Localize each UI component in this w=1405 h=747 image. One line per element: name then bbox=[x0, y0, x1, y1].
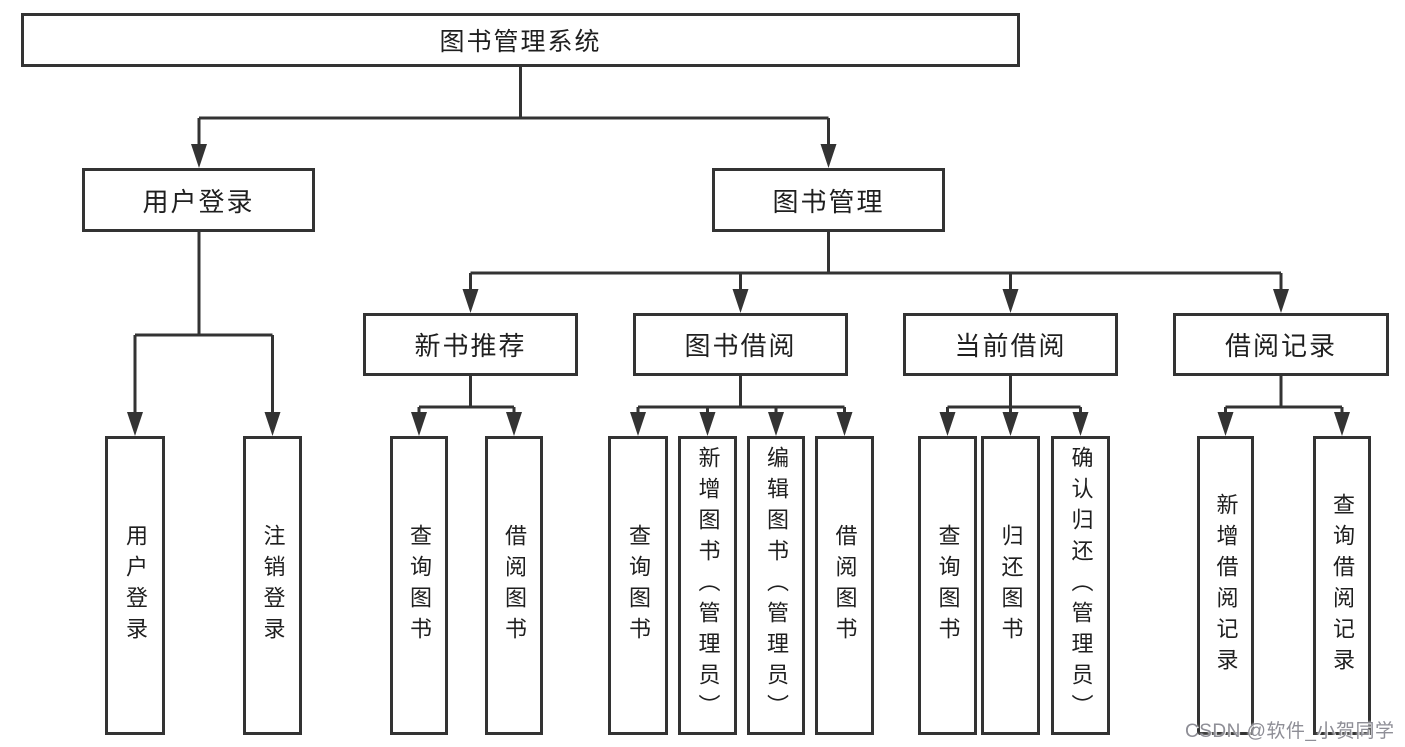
node-label: 新书推荐 bbox=[414, 331, 527, 361]
arrow-to-book-management bbox=[820, 144, 837, 168]
arrow-to-br-query bbox=[1334, 412, 1350, 436]
node-label: 图书管理系统 bbox=[439, 28, 602, 56]
node-book-management: 图书管理 bbox=[712, 168, 945, 232]
arrow-to-new-book-recommend bbox=[462, 289, 479, 313]
leaf-logout: 注销登录 bbox=[243, 436, 302, 735]
node-label: 图书借阅 bbox=[684, 331, 797, 361]
leaf-newbook-borrow-books: 借阅图书 bbox=[485, 436, 543, 735]
leaf-label: 借阅图书 bbox=[502, 523, 527, 648]
node-user-login: 用户登录 bbox=[82, 168, 315, 232]
arrow-to-cb-return bbox=[1002, 412, 1019, 436]
leaf-current-confirm-return-admin: 确认归还（管理员） bbox=[1051, 436, 1110, 735]
arrow-to-bb-query bbox=[630, 412, 646, 436]
node-borrowing-records: 借阅记录 bbox=[1173, 313, 1389, 376]
leaf-newbook-query-books: 查询图书 bbox=[390, 436, 448, 735]
leaf-label: 用户登录 bbox=[123, 523, 148, 648]
leaf-user-login: 用户登录 bbox=[105, 436, 165, 735]
arrow-to-book-borrowing bbox=[732, 289, 749, 313]
leaf-borrowing-borrow-books: 借阅图书 bbox=[815, 436, 874, 735]
arrow-to-br-add bbox=[1217, 412, 1234, 436]
leaf-label: 新增图书（管理员） bbox=[695, 446, 721, 725]
arrow-to-nb-borrow bbox=[506, 412, 522, 436]
arrow-to-bb-borrow bbox=[836, 412, 853, 436]
arrow-to-nb-query bbox=[411, 412, 427, 436]
leaf-borrowing-edit-books-admin: 编辑图书（管理员） bbox=[747, 436, 805, 735]
csdn-watermark: CSDN @软件_小贺同学 bbox=[1185, 721, 1395, 742]
arrow-to-leaf-user-login bbox=[127, 412, 143, 436]
leaf-label: 注销登录 bbox=[260, 523, 286, 648]
node-book-borrowing: 图书借阅 bbox=[633, 313, 848, 376]
leaf-label: 查询借阅记录 bbox=[1330, 492, 1355, 679]
arrow-to-leaf-logout bbox=[264, 412, 281, 436]
leaf-label: 查询图书 bbox=[407, 523, 432, 648]
leaf-records-query-borrow-record: 查询借阅记录 bbox=[1313, 436, 1371, 735]
arrow-to-bb-edit bbox=[768, 412, 784, 436]
arrowheads bbox=[127, 144, 1350, 436]
node-label: 当前借阅 bbox=[954, 331, 1067, 361]
leaf-current-return-books: 归还图书 bbox=[981, 436, 1040, 735]
leaf-label: 借阅图书 bbox=[832, 523, 858, 648]
leaf-borrowing-query-books: 查询图书 bbox=[608, 436, 668, 735]
node-label: 图书管理 bbox=[772, 186, 885, 217]
node-label: 借阅记录 bbox=[1224, 331, 1337, 361]
leaf-label: 编辑图书（管理员） bbox=[764, 446, 789, 725]
node-library-management-system: 图书管理系统 bbox=[21, 13, 1020, 67]
leaf-records-add-borrow-record: 新增借阅记录 bbox=[1197, 436, 1254, 735]
node-label: 用户登录 bbox=[142, 186, 255, 217]
leaf-label: 新增借阅记录 bbox=[1213, 492, 1239, 679]
arrow-to-user-login bbox=[191, 144, 207, 168]
leaf-label: 查询图书 bbox=[935, 523, 961, 648]
arrow-to-cb-confirm bbox=[1072, 412, 1089, 436]
node-current-borrowing: 当前借阅 bbox=[903, 313, 1118, 376]
arrow-to-bb-add bbox=[699, 412, 716, 436]
arrow-to-borrowing-records bbox=[1273, 289, 1289, 313]
leaf-label: 归还图书 bbox=[998, 523, 1024, 648]
node-new-book-recommend: 新书推荐 bbox=[363, 313, 578, 376]
leaf-label: 查询图书 bbox=[626, 523, 651, 648]
arrow-to-current-borrowing bbox=[1002, 289, 1019, 313]
leaf-label: 确认归还（管理员） bbox=[1068, 446, 1094, 725]
leaf-current-query-books: 查询图书 bbox=[918, 436, 977, 735]
arrow-to-cb-query bbox=[939, 412, 956, 436]
leaf-borrowing-add-books-admin: 新增图书（管理员） bbox=[678, 436, 737, 735]
